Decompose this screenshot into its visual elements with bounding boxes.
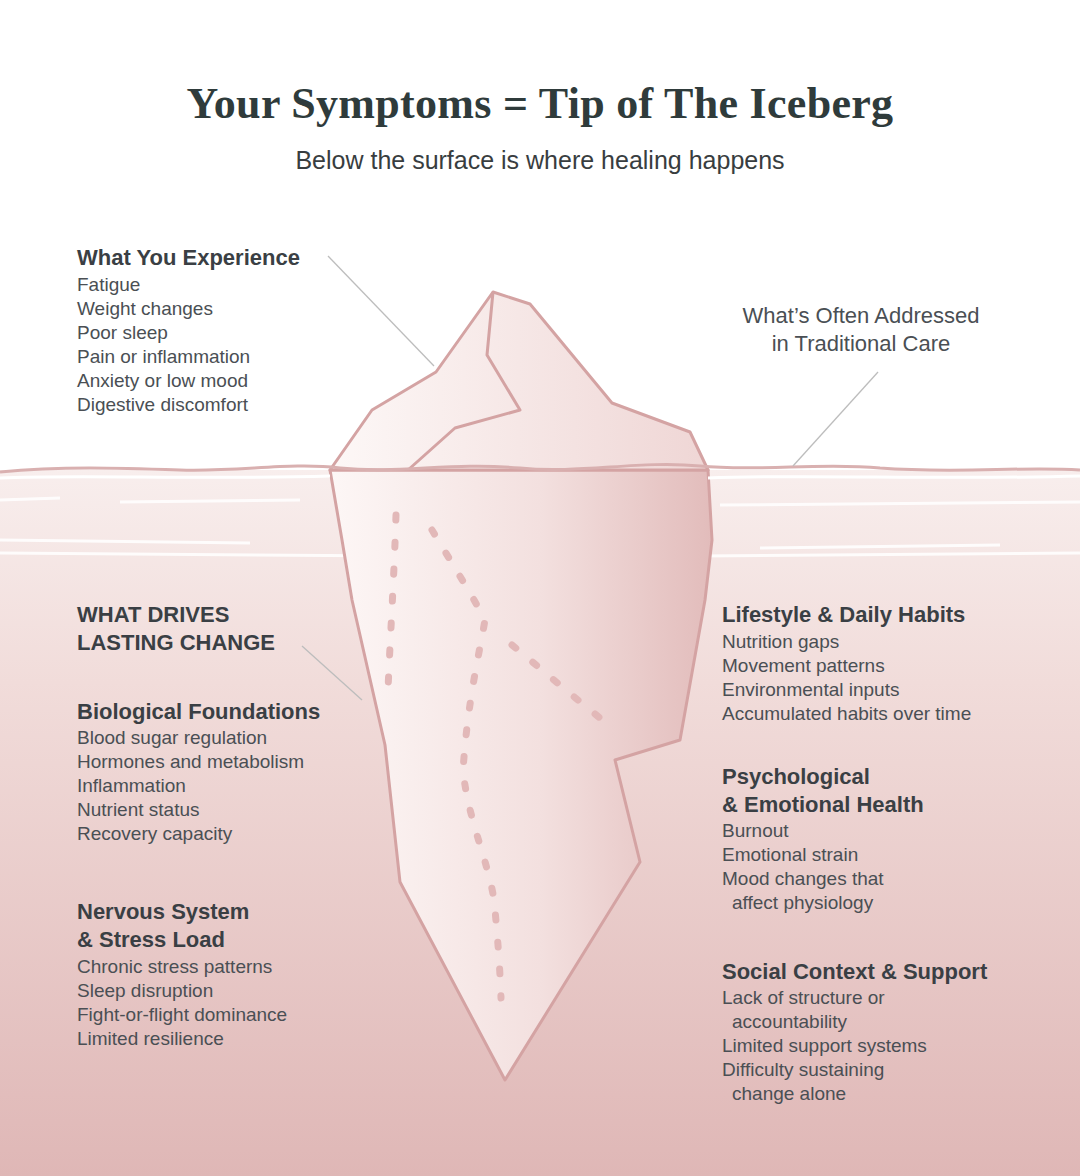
dot-trail: [512, 645, 600, 718]
group-heading: What You Experience: [77, 244, 300, 272]
list-item: Difficulty sustaining change alone: [722, 1058, 884, 1106]
list-item: Movement patterns: [722, 654, 885, 678]
text-line: Difficulty sustaining: [722, 1059, 884, 1080]
text-line: Lack of structure or: [722, 987, 885, 1008]
iceberg-dots: [388, 515, 600, 998]
group-heading: Nervous System & Stress Load: [77, 898, 249, 954]
leader-line: [328, 256, 434, 366]
list-item: Fight-or-flight dominance: [77, 1003, 287, 1027]
water: [0, 470, 1080, 1176]
text-line: accountability: [732, 1011, 847, 1032]
list-item: Nutrition gaps: [722, 630, 839, 654]
text-line: in Traditional Care: [772, 331, 951, 356]
text-line: Nervous System: [77, 899, 249, 924]
list-item: Anxiety or low mood: [77, 369, 248, 393]
text-line: Psychological: [722, 764, 870, 789]
waterline: [0, 464, 1080, 472]
section-heading: WHAT DRIVES LASTING CHANGE: [77, 601, 275, 657]
list-item: Weight changes: [77, 297, 213, 321]
iceberg-body: [330, 470, 712, 1080]
text-line: WHAT DRIVES: [77, 602, 229, 627]
list-item: Pain or inflammation: [77, 345, 250, 369]
list-item: Inflammation: [77, 774, 186, 798]
list-item: Fatigue: [77, 273, 140, 297]
list-item: Recovery capacity: [77, 822, 232, 846]
text-line: What’s Often Addressed: [743, 303, 980, 328]
waterline-highlight: [0, 476, 1080, 478]
iceberg-tip: [330, 292, 708, 470]
list-item: Hormones and metabolism: [77, 750, 304, 774]
list-item: Emotional strain: [722, 843, 858, 867]
list-item: Burnout: [722, 819, 789, 843]
list-item: Poor sleep: [77, 321, 168, 345]
list-item: Chronic stress patterns: [77, 955, 272, 979]
list-item: Blood sugar regulation: [77, 726, 267, 750]
text-line: change alone: [732, 1083, 846, 1104]
list-item: Digestive discomfort: [77, 393, 248, 417]
list-item: Limited support systems: [722, 1034, 927, 1058]
leader-line: [302, 646, 362, 700]
list-item: Accumulated habits over time: [722, 702, 971, 726]
title: Your Symptoms = Tip of The Iceberg: [187, 78, 894, 129]
text-line: Mood changes that: [722, 868, 884, 889]
list-item: Mood changes that affect physiology: [722, 867, 884, 915]
group-heading: Biological Foundations: [77, 698, 320, 726]
leader-line: [793, 372, 878, 466]
text-line: & Emotional Health: [722, 792, 924, 817]
text-line: & Stress Load: [77, 927, 225, 952]
dot-trail: [388, 515, 396, 690]
list-item: Sleep disruption: [77, 979, 213, 1003]
list-item: Lack of structure or accountability: [722, 986, 885, 1034]
dot-trail: [432, 530, 501, 998]
group-heading: Psychological & Emotional Health: [722, 763, 924, 819]
subtitle: Below the surface is where healing happe…: [295, 146, 784, 175]
text-line: LASTING CHANGE: [77, 630, 275, 655]
iceberg-ridge: [408, 292, 520, 470]
group-heading: Lifestyle & Daily Habits: [722, 601, 965, 629]
group-heading: Social Context & Support: [722, 958, 987, 986]
text-line: affect physiology: [732, 892, 873, 913]
list-item: Environmental inputs: [722, 678, 899, 702]
list-item: Limited resilience: [77, 1027, 224, 1051]
callout-note: What’s Often Addressed in Traditional Ca…: [743, 302, 980, 358]
list-item: Nutrient status: [77, 798, 200, 822]
